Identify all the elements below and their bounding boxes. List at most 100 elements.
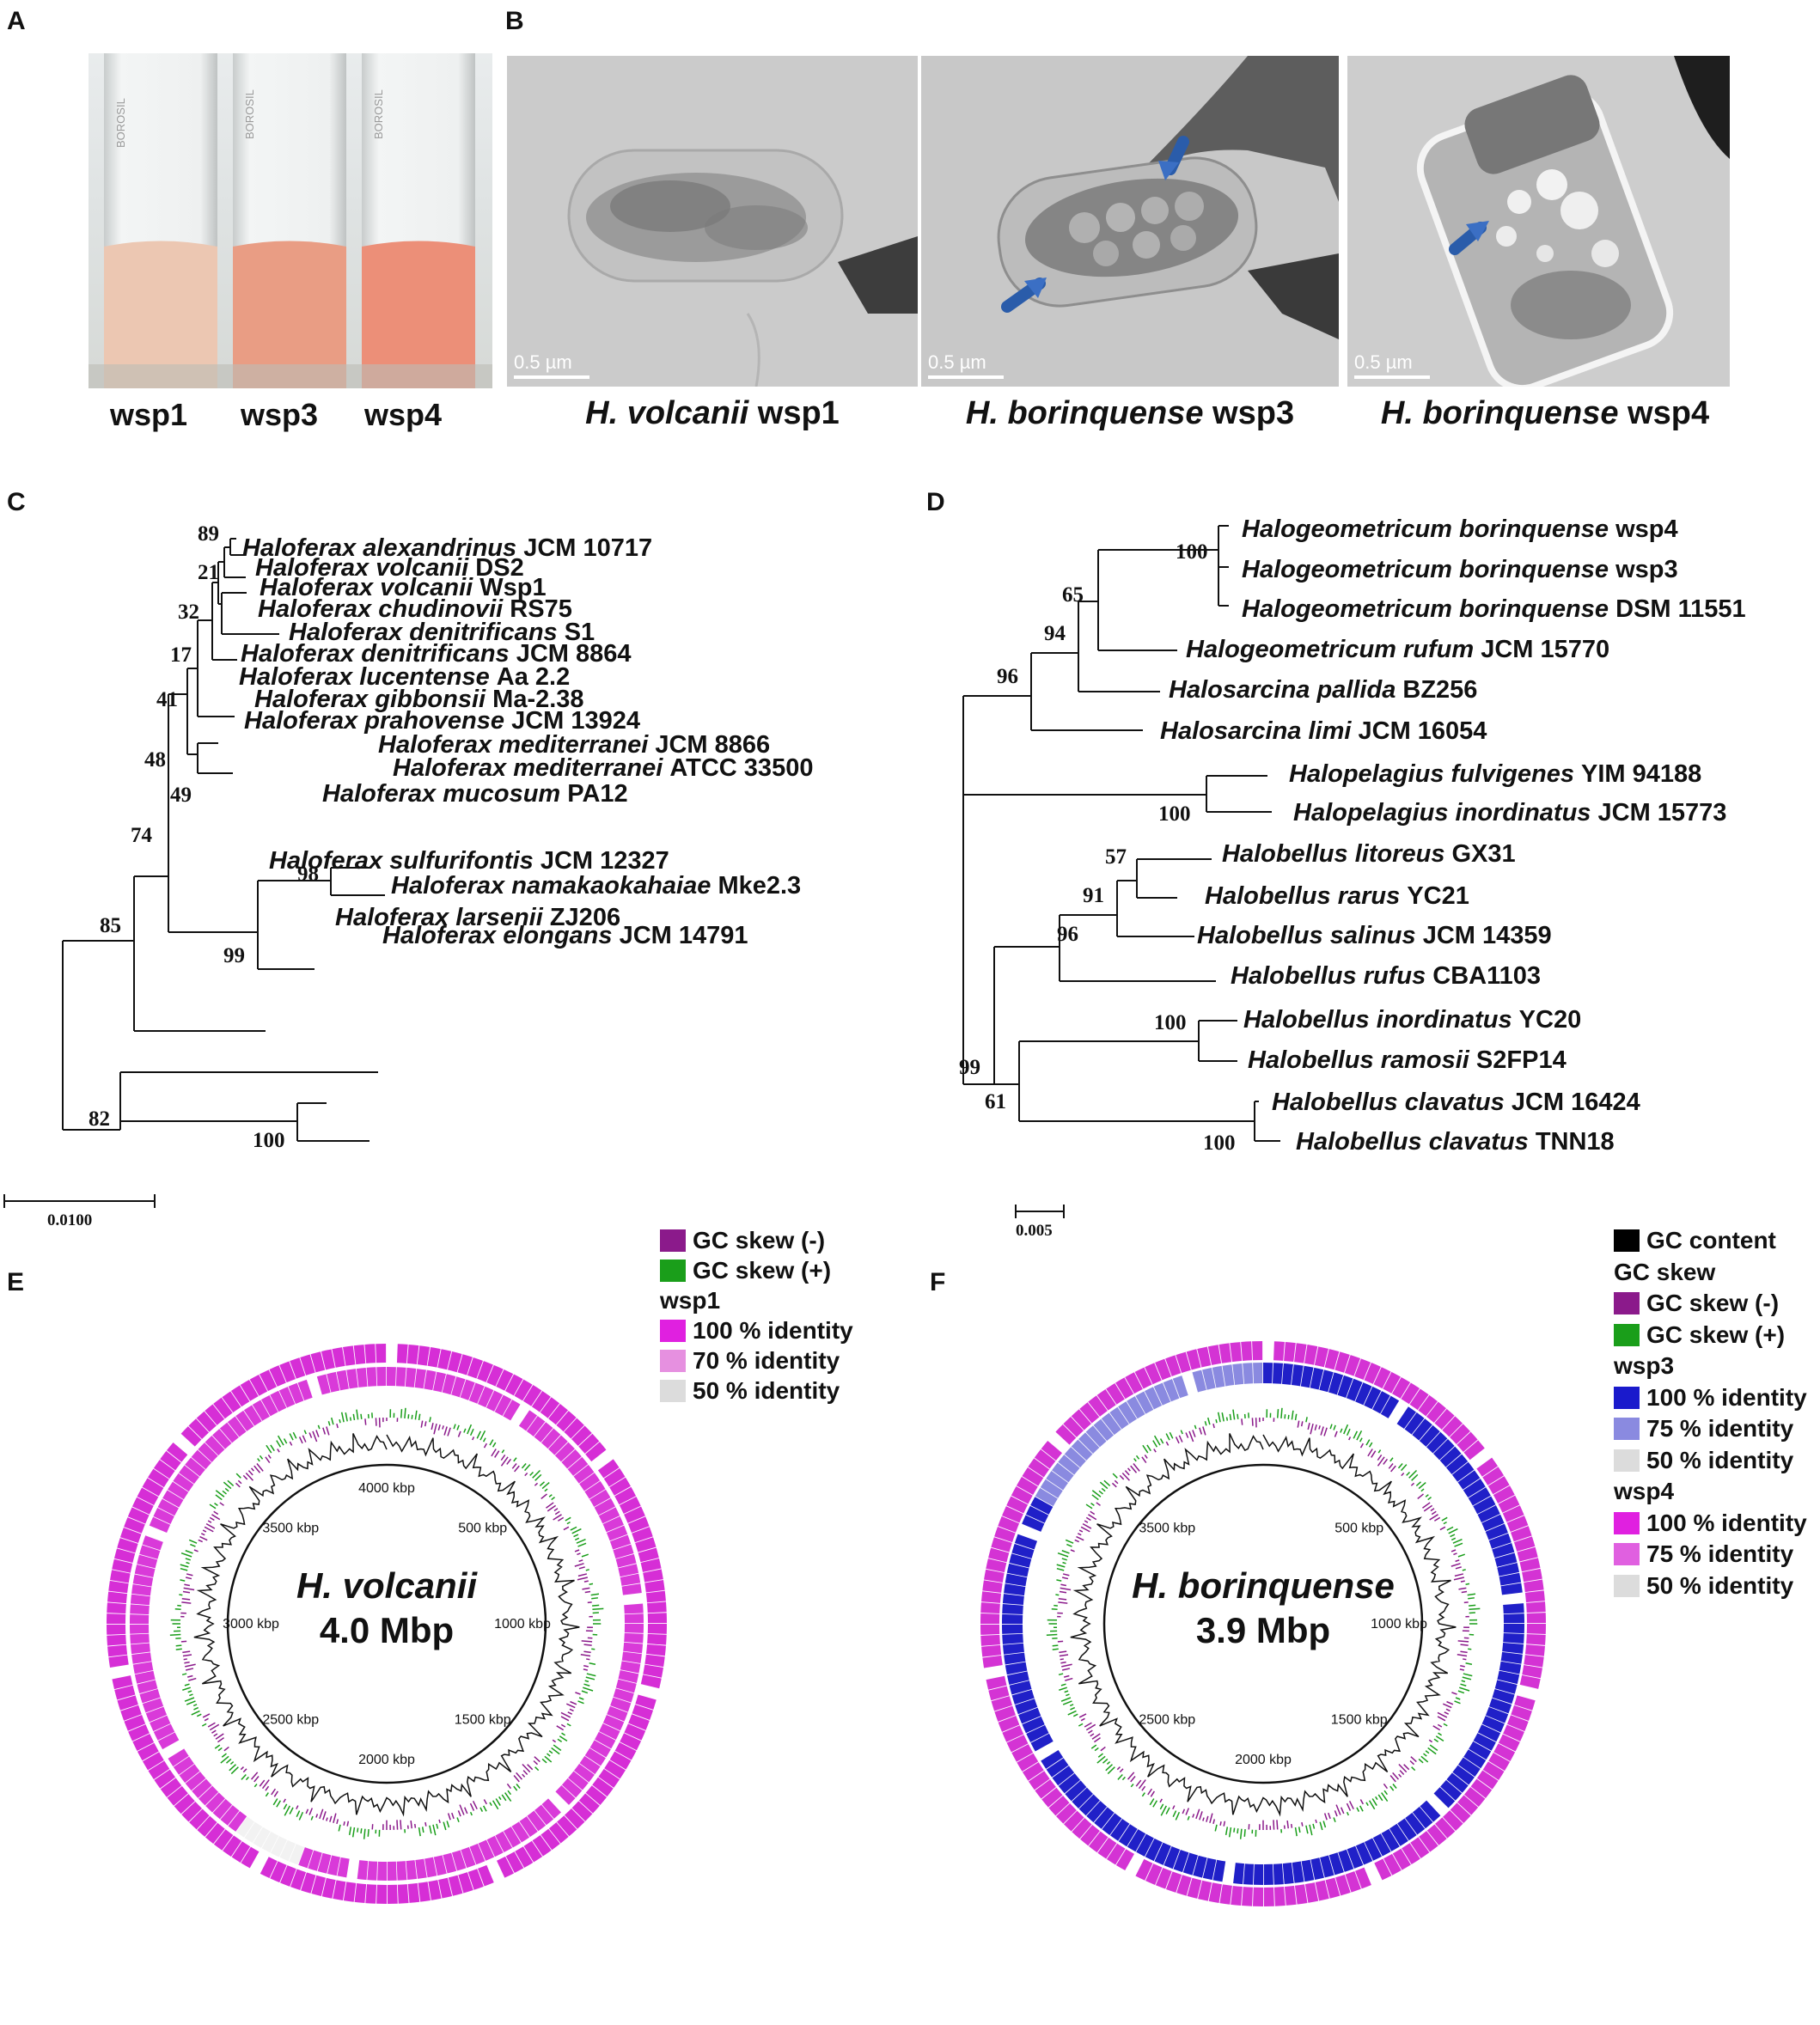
map-e-identity-ring-1-seg-61 bbox=[541, 1798, 561, 1819]
map-e-identity-ring-0-seg-114 bbox=[112, 1675, 133, 1690]
map-f-identity-ring-0-seg-25 bbox=[1482, 1467, 1505, 1485]
map-e-gc-skew-mark-204 bbox=[298, 1811, 304, 1821]
map-e-gc-skew-mark-10 bbox=[420, 1420, 424, 1428]
map-e-identity-ring-1-seg-52 bbox=[595, 1731, 616, 1749]
map-f-identity-ring-0-seg-4 bbox=[1304, 1345, 1318, 1365]
map-f-identity-ring-1-seg-89 bbox=[1163, 1845, 1181, 1869]
panel-letter-e: E bbox=[7, 1268, 25, 1296]
map-f-legend-label-3: GC skew (+) bbox=[1646, 1321, 1786, 1348]
map-f-identity-ring-1-seg-10 bbox=[1355, 1382, 1372, 1406]
map-f-identity-ring-0-seg-91 bbox=[1135, 1858, 1153, 1881]
map-f-identity-ring-0-seg-15 bbox=[1409, 1388, 1429, 1411]
map-f-gc-skew-mark-330 bbox=[1153, 1435, 1161, 1446]
map-f-gc-skew-mark-28 bbox=[1359, 1437, 1363, 1443]
map-e-identity-ring-1-seg-55 bbox=[579, 1755, 601, 1775]
map-f-gc-skew-mark-306 bbox=[1096, 1502, 1101, 1506]
map-e-identity-ring-1-seg-64 bbox=[519, 1816, 538, 1838]
map-e-gc-skew-mark-143 bbox=[506, 1783, 512, 1790]
map-e-identity-ring-1-seg-50 bbox=[602, 1714, 625, 1731]
map-f-gc-skew-mark-40 bbox=[1390, 1465, 1396, 1473]
map-e-identity-ring-1-seg-49 bbox=[607, 1705, 628, 1722]
map-f-gc-skew-mark-351 bbox=[1229, 1413, 1232, 1421]
map-f-gc-skew-mark-116 bbox=[1444, 1711, 1450, 1715]
map-e-identity-ring-1-seg-105 bbox=[168, 1748, 189, 1767]
map-f-identity-ring-1-seg-82 bbox=[1233, 1863, 1245, 1885]
map-f-gc-skew-mark-335 bbox=[1175, 1436, 1180, 1444]
map-e-gc-skew-mark-290 bbox=[185, 1550, 193, 1554]
map-e-gc-skew-mark-141 bbox=[516, 1784, 521, 1789]
map-f-identity-ring-0-seg-98 bbox=[1072, 1817, 1092, 1839]
map-e-gc-skew-mark-327 bbox=[270, 1444, 275, 1452]
map-f-gc-skew-mark-293 bbox=[1065, 1539, 1074, 1544]
map-e-gc-skew-mark-194 bbox=[336, 1819, 339, 1825]
map-e-gc-skew-mark-138 bbox=[522, 1773, 526, 1778]
map-e-gc-skew-mark-232 bbox=[223, 1746, 229, 1752]
map-e-identity-ring-1-seg-98 bbox=[212, 1798, 233, 1820]
map-f-gc-skew-mark-7 bbox=[1287, 1414, 1290, 1419]
map-f-identity-ring-0-seg-151 bbox=[1165, 1355, 1182, 1376]
map-f-gc-skew-mark-324 bbox=[1141, 1456, 1147, 1463]
map-e-legend-item-2: wsp1 bbox=[660, 1287, 720, 1314]
map-e-identity-ring-0-seg-53 bbox=[609, 1751, 632, 1770]
map-e-identity-ring-1-seg-67 bbox=[495, 1831, 513, 1853]
map-f-identity-ring-1-seg-8 bbox=[1337, 1375, 1353, 1399]
map-f-gc-skew-mark-125 bbox=[1428, 1739, 1433, 1743]
map-f-gc-skew-mark-198 bbox=[1199, 1811, 1203, 1821]
map-e-gc-skew-mark-129 bbox=[547, 1753, 551, 1757]
map-e-identity-ring-1-seg-54 bbox=[584, 1747, 606, 1766]
tree-c-taxon-0: Haloferax alexandrinus JCM 10717 bbox=[242, 534, 652, 562]
map-e-identity-ring-0-seg-140 bbox=[188, 1418, 210, 1440]
map-e-gc-skew-mark-262 bbox=[182, 1650, 191, 1654]
map-f-tick-label-2: 1500 kbp bbox=[1331, 1713, 1388, 1728]
map-e-identity-ring-1-seg-66 bbox=[503, 1827, 522, 1848]
map-f-gc-skew-mark-286 bbox=[1056, 1564, 1066, 1568]
map-f-identity-ring-0-seg-2 bbox=[1284, 1342, 1296, 1363]
map-f-gc-skew-mark-255 bbox=[1063, 1674, 1070, 1678]
map-e-gc-skew-mark-234 bbox=[214, 1744, 221, 1749]
map-e-identity-ring-0-seg-129 bbox=[124, 1517, 145, 1534]
map-f-identity-ring-0-seg-32 bbox=[1513, 1536, 1536, 1552]
map-f-gc-skew-mark-96 bbox=[1460, 1644, 1469, 1646]
tree-c-taxon-1: Haloferax volcanii DS2 bbox=[255, 554, 524, 582]
map-e-gc-skew-mark-227 bbox=[229, 1764, 236, 1772]
map-e-identity-ring-1-seg-109 bbox=[150, 1715, 171, 1732]
map-f-gc-skew-mark-95 bbox=[1457, 1640, 1469, 1643]
map-e-identity-ring-0-seg-112 bbox=[117, 1695, 138, 1711]
map-e-gc-skew-mark-326 bbox=[266, 1444, 272, 1454]
map-e-identity-ring-0-seg-131 bbox=[131, 1497, 154, 1515]
scale-bar-label-3: 0.5 µm bbox=[1354, 351, 1413, 373]
map-e-gc-skew-mark-118 bbox=[560, 1716, 570, 1722]
map-f-gc-skew-mark-294 bbox=[1074, 1539, 1080, 1543]
map-f-gc-skew-mark-38 bbox=[1389, 1457, 1394, 1462]
map-f-identity-ring-0-seg-26 bbox=[1487, 1476, 1510, 1495]
map-f-identity-ring-1-seg-84 bbox=[1212, 1859, 1226, 1882]
map-f-identity-ring-1-seg-138 bbox=[1064, 1447, 1086, 1468]
map-e-identity-ring-0-seg-75 bbox=[428, 1880, 442, 1900]
map-e-gc-skew-mark-76 bbox=[577, 1573, 588, 1577]
map-f-gc-skew-mark-106 bbox=[1461, 1680, 1466, 1683]
map-f-identity-ring-0-seg-130 bbox=[1002, 1506, 1023, 1523]
map-f-gc-skew-mark-187 bbox=[1237, 1828, 1239, 1834]
map-f-identity-ring-0-seg-81 bbox=[1242, 1887, 1253, 1906]
map-f-identity-ring-1-seg-91 bbox=[1145, 1838, 1163, 1862]
map-e-identity-ring-0-seg-54 bbox=[604, 1760, 626, 1779]
map-e-identity-ring-0-seg-110 bbox=[124, 1714, 146, 1731]
map-e-identity-ring-1-seg-71 bbox=[461, 1846, 476, 1869]
map-f-gc-skew-mark-186 bbox=[1239, 1828, 1243, 1839]
map-e-identity-ring-0-seg-45 bbox=[640, 1674, 662, 1689]
map-f-identity-ring-0-seg-64 bbox=[1410, 1837, 1430, 1859]
map-e-identity-ring-0-seg-104 bbox=[154, 1769, 176, 1789]
map-e-gc-skew-mark-144 bbox=[507, 1790, 512, 1796]
map-e-gc-skew-mark-264 bbox=[175, 1644, 182, 1647]
map-f-gc-skew-mark-4 bbox=[1276, 1409, 1279, 1418]
map-e-gc-skew-mark-77 bbox=[577, 1577, 589, 1581]
map-f-identity-ring-1-seg-48 bbox=[1488, 1698, 1512, 1714]
map-f-gc-skew-mark-201 bbox=[1187, 1815, 1190, 1821]
map-f-identity-ring-1-seg-32 bbox=[1492, 1543, 1515, 1558]
map-e-gc-skew-mark-318 bbox=[247, 1470, 253, 1476]
map-e-gc-skew-mark-51 bbox=[541, 1493, 547, 1500]
map-e-identity-ring-1-seg-10 bbox=[477, 1386, 494, 1408]
map-f-gc-skew-mark-235 bbox=[1093, 1737, 1101, 1743]
map-e-gc-skew-mark-108 bbox=[583, 1686, 594, 1692]
map-f-identity-ring-0-seg-9 bbox=[1354, 1358, 1371, 1381]
